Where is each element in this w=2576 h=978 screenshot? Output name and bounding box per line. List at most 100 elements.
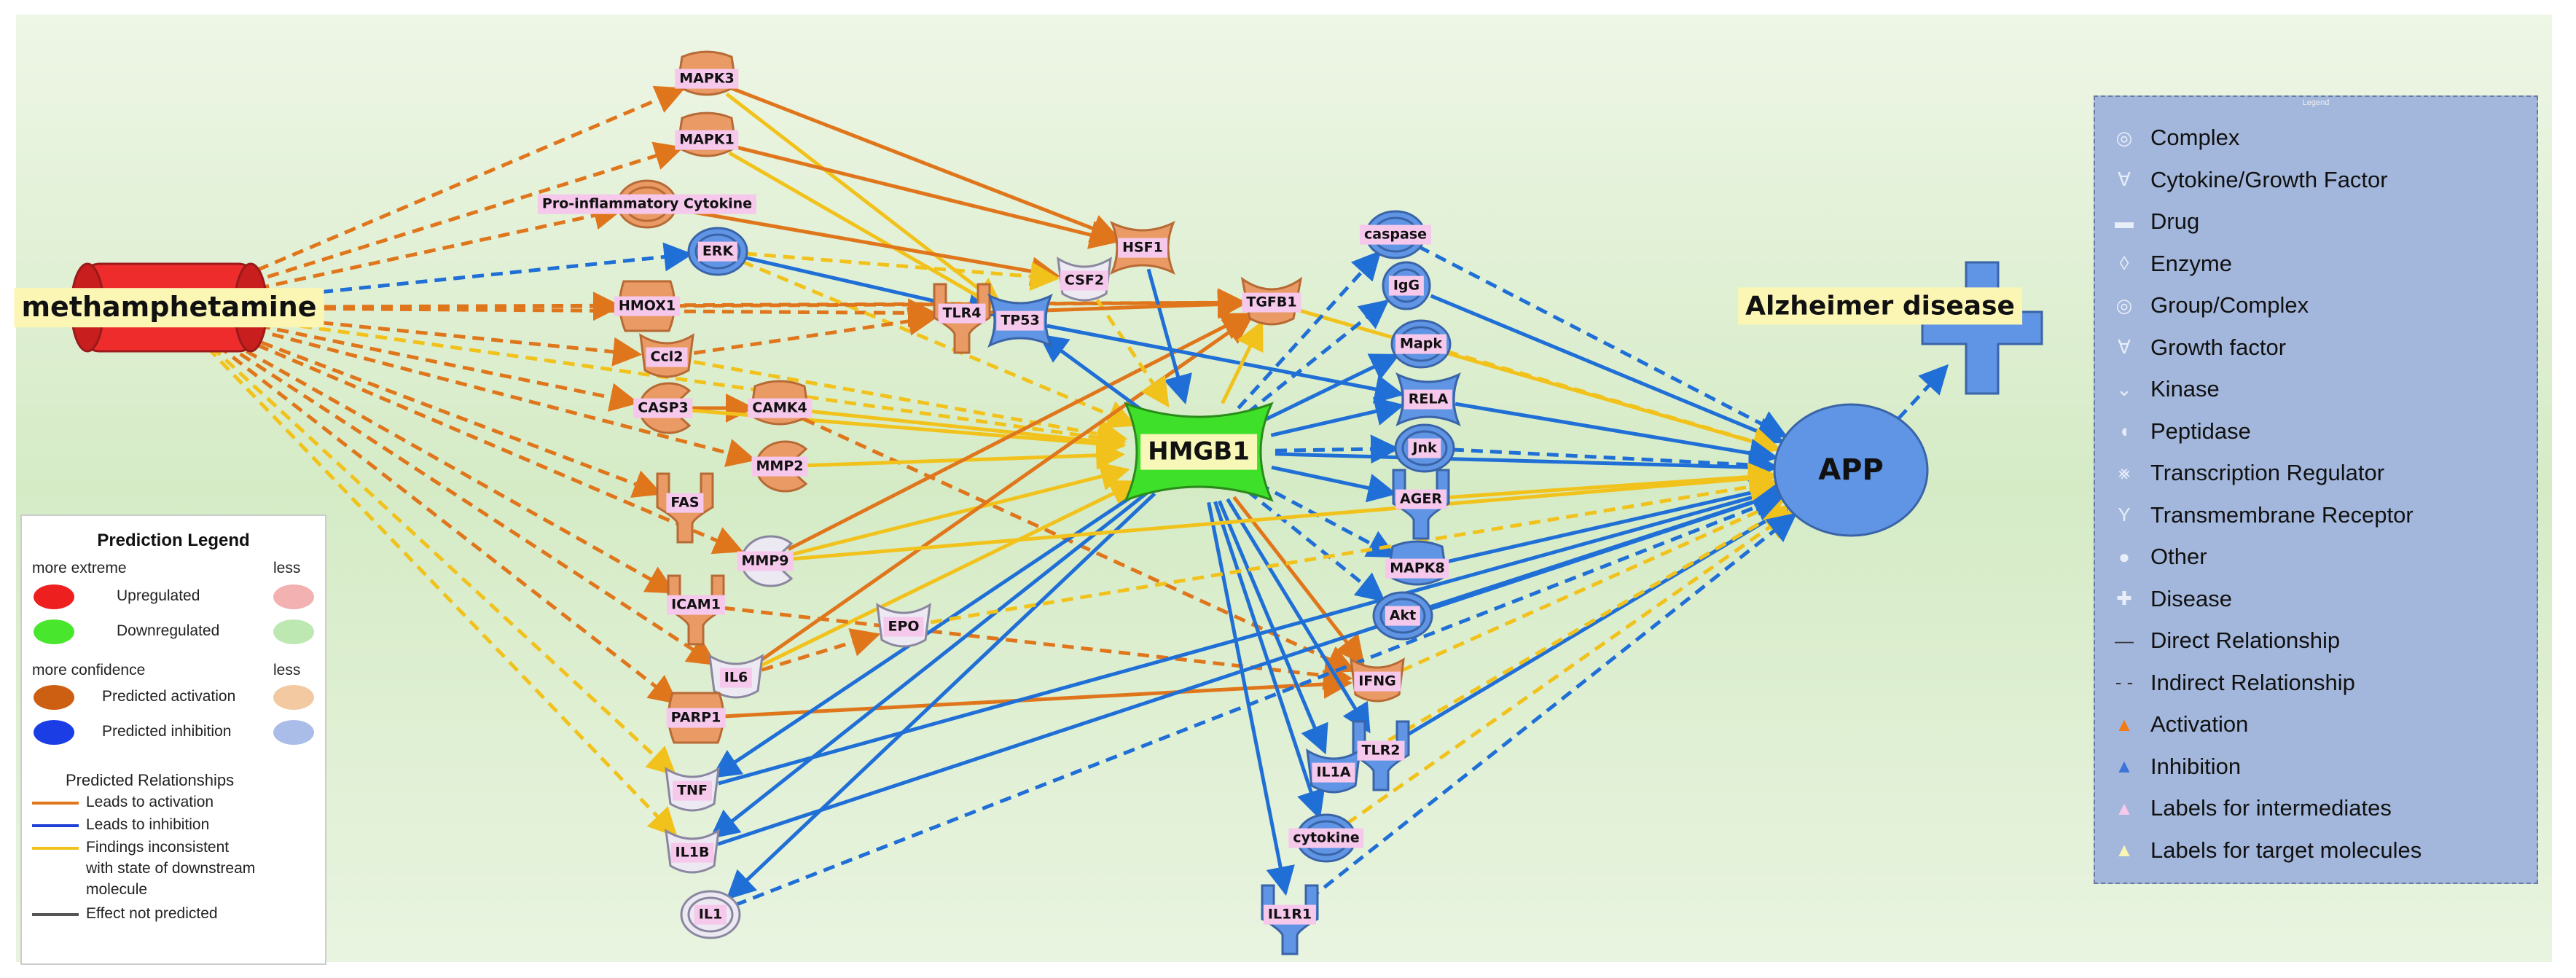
- edge-il6-to-hmgb1: [759, 480, 1140, 668]
- edge-methamphetamine-to-mapk3: [239, 85, 686, 279]
- node-label-mapk3: MAPK3: [675, 69, 739, 89]
- legend-item-label: Disease: [2150, 585, 2232, 611]
- edge-ifng-to-app: [1401, 497, 1786, 673]
- legend-item-label: Cytokine/Growth Factor: [2150, 166, 2388, 192]
- edge-rela-to-app: [1455, 402, 1779, 468]
- inconsistent-label-line3: molecule: [86, 881, 148, 898]
- node-label-tgfb1: TGFB1: [1242, 292, 1301, 313]
- predicted-activation-swatch-strong: [34, 685, 74, 710]
- node-label-casp3: CASP3: [633, 398, 693, 418]
- node-label-hsf1: HSF1: [1118, 238, 1167, 258]
- node-label-il6: IL6: [719, 668, 753, 688]
- indirect-relationship-icon: - -: [2115, 671, 2134, 693]
- legend-item-activation: ▲Activation: [2110, 707, 2248, 742]
- legend-item-label: Labels for intermediates: [2150, 795, 2392, 821]
- node-label-rela: RELA: [1404, 389, 1453, 410]
- edge-epo-to-app: [930, 472, 1779, 625]
- edge-proinfl-to-csf2: [673, 207, 1060, 286]
- node-label-mmp2: MMP2: [751, 456, 808, 477]
- node-app[interactable]: [1773, 403, 1929, 537]
- more-extreme-label: more extreme: [32, 560, 127, 576]
- edge-erk-to-csf2: [745, 251, 1060, 292]
- disease-icon: ✚: [2116, 587, 2132, 609]
- upregulated-swatch-weak: [273, 584, 314, 609]
- node-label-fas: FAS: [666, 493, 704, 513]
- transmembrane-receptor-icon: Y: [2118, 504, 2131, 525]
- node-label-caspase: caspase: [1359, 224, 1432, 245]
- edge-il6-to-epo: [761, 628, 881, 672]
- node-label-erk: ERK: [697, 241, 738, 262]
- edge-camk4-to-hmgb1: [807, 409, 1127, 456]
- not-predicted-line-sample: [32, 913, 79, 916]
- edge-mmp9-to-app: [792, 463, 1778, 561]
- other-icon: ●: [2118, 545, 2130, 568]
- node-label-proinfl: Pro-inflammatory Cytokine: [537, 194, 757, 214]
- upregulated-label: Upregulated: [117, 587, 200, 604]
- edge-ager-to-app: [1448, 462, 1778, 499]
- edge-methamphetamine-to-fas: [243, 334, 663, 498]
- node-label-mapk1: MAPK1: [675, 130, 739, 150]
- kinase-icon: ⌄: [2116, 377, 2132, 400]
- node-label-app: APP: [1818, 453, 1884, 487]
- legend-item-label: Labels for target molecules: [2150, 837, 2422, 863]
- node-label-hmox1: HMOX1: [614, 296, 681, 316]
- node-label-ccl2: Ccl2: [646, 347, 688, 367]
- edge-methamphetamine-to-mmp9: [239, 336, 744, 555]
- legend-title: Legend: [2302, 98, 2330, 107]
- legend-item-labels-for-intermediates: ▲ Labels for intermediates: [2110, 791, 2392, 826]
- legend-item-label: Inhibition: [2150, 753, 2242, 779]
- edge-il1-to-app: [735, 493, 1785, 907]
- node-label-icam1: ICAM1: [667, 595, 725, 615]
- node-label-il1: IL1: [694, 904, 727, 925]
- predicted-activation-label: Predicted activation: [102, 688, 236, 705]
- node-label-igg: IgG: [1388, 275, 1425, 296]
- legend-item-label: Direct Relationship: [2150, 627, 2341, 653]
- inhibition-icon: ▲: [2115, 755, 2134, 777]
- edge-hmgb1-to-jnk: [1275, 434, 1401, 464]
- edge-methamphetamine-to-ccl2: [265, 315, 643, 367]
- edge-hmgb1-to-ager: [1271, 465, 1398, 503]
- group-complex-icon: ◎: [2115, 294, 2133, 316]
- inconsistent-label-line1: Findings inconsistent: [86, 839, 230, 856]
- node-label-tnf: TNF: [673, 781, 712, 801]
- edge-methamphetamine-to-hmgb1: [262, 318, 1127, 453]
- legend-item-transcription-regulator: ⨳Transcription Regulator: [2110, 455, 2384, 490]
- edge-mapk1-to-tp53: [728, 151, 1001, 310]
- legend-item-label: Kinase: [2150, 376, 2220, 402]
- cytokine-icon: ∀: [2118, 168, 2131, 190]
- edge-methamphetamine-to-tlr4: [267, 298, 938, 328]
- legend-item-label: Drug: [2150, 208, 2200, 234]
- edge-methamphetamine-to-tgfb1: [267, 288, 1248, 318]
- complex-icon: ◎: [2115, 126, 2133, 149]
- node-label-il1a: IL1A: [1312, 762, 1355, 783]
- edge-hmgb1-to-tgfb1: [1221, 320, 1264, 404]
- effect-not-predicted-label: Effect not predicted: [86, 905, 218, 922]
- direct-relationship-icon: —: [2115, 629, 2134, 652]
- legend-item-label: Transcription Regulator: [2150, 460, 2385, 485]
- node-label-parp1: PARP1: [666, 708, 726, 728]
- target-label-icon: ▲: [2115, 839, 2134, 861]
- legend-item-label: Group/Complex: [2150, 292, 2309, 318]
- predicted-activation-swatch-weak: [273, 685, 314, 710]
- edge-icam1-to-ifng: [723, 606, 1353, 690]
- legend-item-direct-relationship: — Direct Relationship: [2110, 623, 2340, 658]
- edge-cytokine-to-app: [1345, 509, 1795, 826]
- legend-item-label: Complex: [2150, 125, 2240, 150]
- edge-methamphetamine-to-icam1: [229, 340, 676, 594]
- predicted-relationships-title: Predicted Relationships: [66, 771, 235, 789]
- edge-methamphetamine-to-casp3: [258, 324, 640, 412]
- legend-item-label: Other: [2150, 544, 2207, 569]
- intermediate-label-icon: ▲: [2115, 797, 2134, 819]
- predicted-inhibition-swatch-strong: [34, 720, 74, 745]
- edge-methamphetamine-to-tnf: [210, 345, 677, 776]
- edge-hmgb1-to-mapk8: [1257, 482, 1398, 558]
- inhibition-line-sample: [32, 824, 79, 827]
- edge-csf2-to-hmgb1: [1095, 299, 1170, 408]
- prediction-legend-title: Prediction Legend: [97, 531, 250, 550]
- node-label-ifng: IFNG: [1354, 671, 1401, 692]
- edge-hmgb1-to-tp53: [1038, 334, 1148, 416]
- node-label-hmgb1: HMGB1: [1140, 434, 1257, 470]
- legend-item-inhibition: ▲ Inhibition: [2110, 749, 2241, 784]
- legend-item-complex: ◎ Complex: [2110, 120, 2240, 155]
- edge-mapk8-to-app: [1443, 478, 1780, 565]
